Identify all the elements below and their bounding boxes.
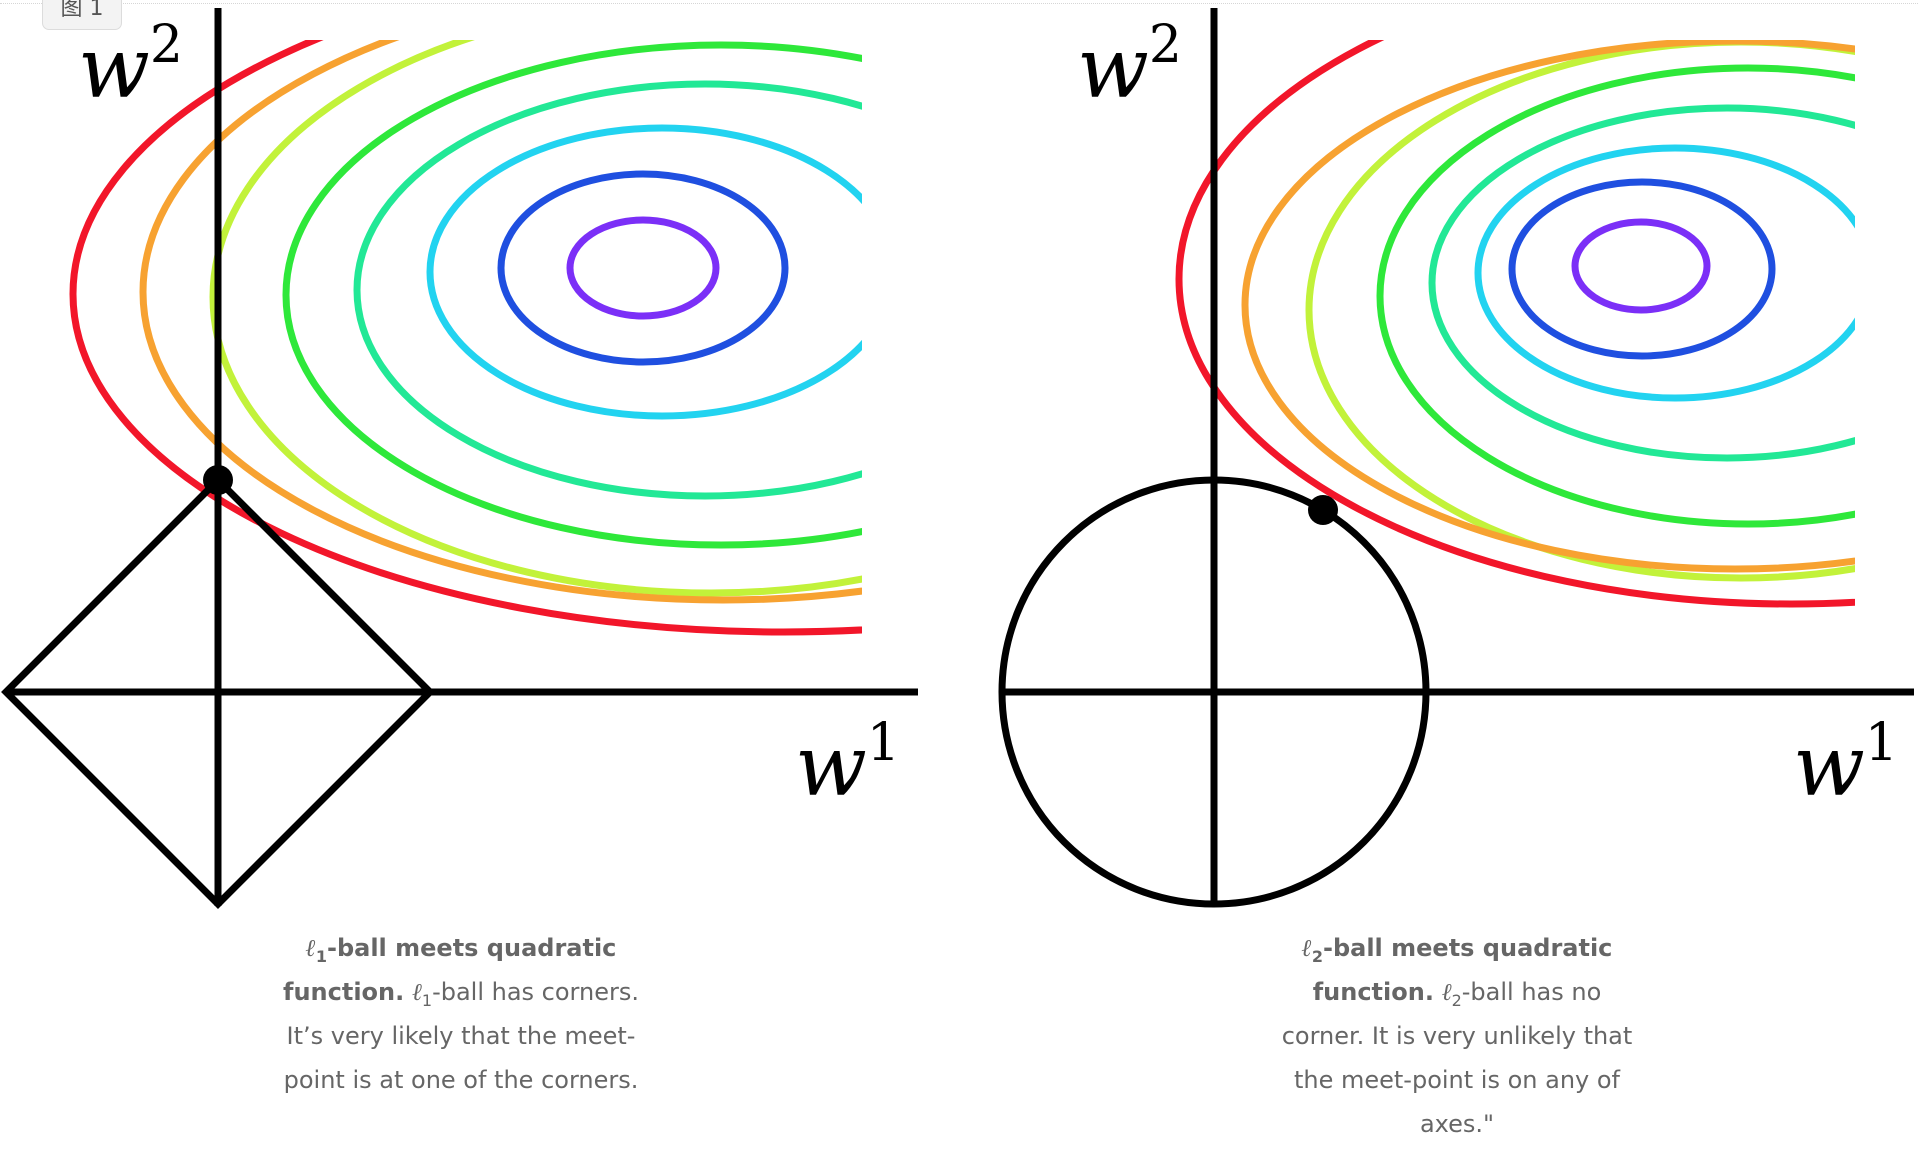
contour-1: [1571, 218, 1711, 314]
contour-8: [69, 40, 862, 636]
x-axis-label: w1: [795, 713, 900, 815]
contour-8: [1175, 40, 1855, 608]
meet-point: [1308, 495, 1338, 525]
meet-point: [203, 465, 233, 495]
contour-3: [1474, 144, 1855, 402]
panel-l2: w2 w1 ℓ2-ball meets quadratic function. …: [959, 0, 1918, 1176]
caption-l2: ℓ2-ball meets quadratic function. ℓ2-bal…: [1281, 933, 1633, 1138]
l2-ball: [998, 476, 1430, 908]
contour-1: [566, 216, 720, 320]
contour-6: [209, 40, 862, 597]
contour-4: [1428, 104, 1855, 462]
y-axis-label: w2: [1077, 15, 1182, 117]
contour-7: [1241, 40, 1855, 573]
contour-2: [497, 170, 789, 366]
x-axis-label: w1: [1793, 713, 1898, 815]
panel-l1: w2 w1 ℓ1-ball meets quadratic function. …: [1, 8, 918, 1094]
contour-5: [282, 41, 862, 549]
l2-diagram: [998, 8, 1914, 908]
l1-ball: [1, 475, 435, 909]
figure-tag: 图 1: [42, 0, 122, 30]
caption-l1: ℓ1-ball meets quadratic function. ℓ1-bal…: [283, 933, 639, 1094]
contour-4: [353, 80, 862, 500]
top-divider: [0, 3, 1918, 4]
contour-3: [426, 124, 862, 420]
contour-2: [1508, 178, 1776, 360]
contour-5: [1376, 64, 1855, 528]
l1-diagram: [1, 8, 918, 909]
y-axis-label: w2: [78, 15, 183, 117]
contour-7: [139, 40, 862, 604]
